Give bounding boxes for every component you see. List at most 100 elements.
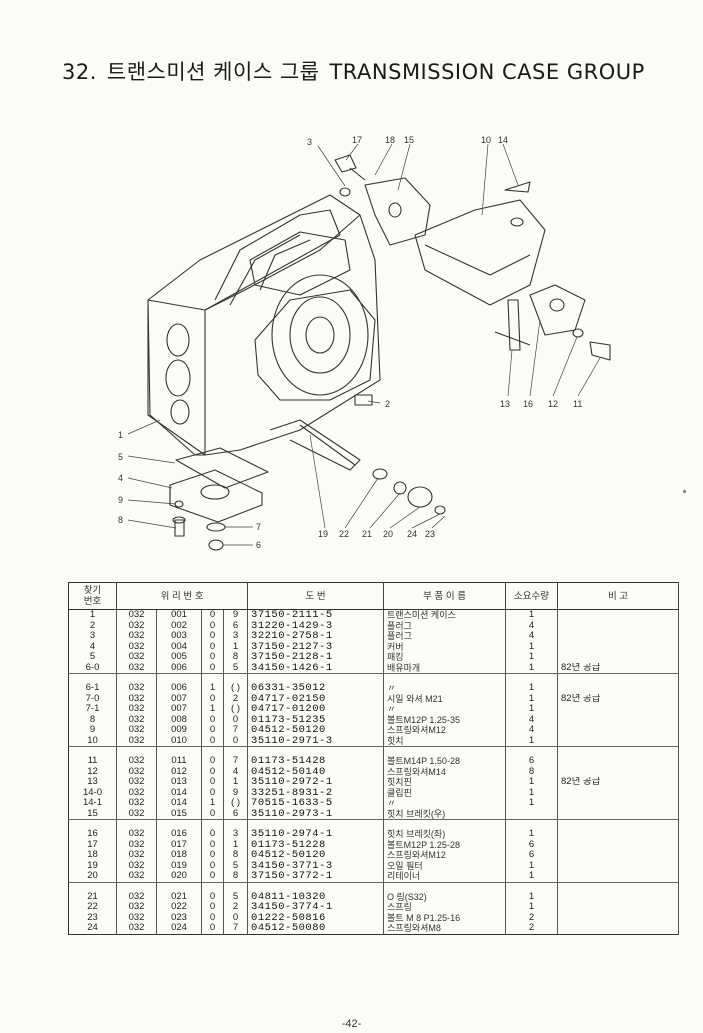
cell-s: 008: [156, 714, 202, 725]
spacer-cell: [383, 673, 507, 683]
spacer-cell: [247, 673, 385, 683]
cell-a: 0: [201, 662, 224, 674]
cell-remark: [557, 860, 680, 871]
cell-name: 힛치: [383, 735, 507, 747]
spacer-cell: [505, 819, 559, 829]
cell-g: 032: [116, 891, 157, 902]
cell-a: 0: [201, 912, 224, 923]
callout-20: 20: [383, 529, 393, 539]
cell-name: 커버: [383, 641, 507, 652]
cell-pn: 35110-2971-3: [247, 735, 385, 747]
title-korean: 트랜스미션 케이스 그룹: [106, 60, 320, 84]
cell-b: 0: [223, 912, 249, 923]
header-qty: 소요수량: [505, 582, 559, 610]
cell-qty: 6: [505, 756, 559, 767]
spacer-cell: [247, 819, 385, 829]
page-number: -42-: [341, 1018, 362, 1030]
title-number: 32.: [62, 60, 97, 84]
cell-pn: 37150-2111-5: [247, 609, 385, 621]
header-drawing: 도 번: [247, 582, 385, 610]
cell-b: 1: [223, 839, 249, 850]
callout-22: 22: [339, 529, 349, 539]
callout-15: 15: [404, 135, 414, 145]
cell-ref: 2: [68, 620, 117, 631]
callout-7: 7: [256, 522, 261, 532]
cell-b: ( ): [223, 798, 249, 809]
spacer-cell: [505, 746, 559, 756]
cell-g: 032: [116, 714, 157, 725]
cell-name: 〃: [383, 683, 507, 694]
cell-a: 0: [201, 902, 224, 913]
cell-name: 힛치핀: [383, 777, 507, 788]
cell-qty: 1: [505, 798, 559, 809]
cell-remark: [557, 704, 680, 715]
cell-qty: 1: [505, 704, 559, 715]
cell-b: 3: [223, 829, 249, 840]
cell-name: 오일 필터: [383, 860, 507, 871]
cell-b: 7: [223, 725, 249, 736]
cell-a: 0: [201, 714, 224, 725]
cell-b: 8: [223, 850, 249, 861]
cell-pn: 31220-1429-3: [247, 620, 385, 631]
spacer-cell: [557, 819, 680, 829]
cell-g: 032: [116, 725, 157, 736]
cell-g: 032: [116, 609, 157, 621]
cell-b: 1: [223, 777, 249, 788]
cell-s: 009: [156, 725, 202, 736]
cell-name: 〃: [383, 704, 507, 715]
cell-g: 032: [116, 808, 157, 820]
cell-b: ( ): [223, 704, 249, 715]
cell-ref: 14-0: [68, 787, 117, 798]
cell-a: 1: [201, 798, 224, 809]
cell-ref: 3: [68, 631, 117, 642]
cell-g: 032: [116, 693, 157, 704]
cell-name: 볼트 M 8 P1.25-16: [383, 912, 507, 923]
cell-b: 6: [223, 808, 249, 820]
cell-qty: 2: [505, 923, 559, 934]
cell-b: 5: [223, 860, 249, 871]
cell-ref: 8: [68, 714, 117, 725]
cell-a: 0: [201, 620, 224, 631]
cell-qty: 1: [505, 829, 559, 840]
cell-s: 024: [156, 923, 202, 934]
cell-ref: 12: [68, 766, 117, 777]
cell-g: 032: [116, 787, 157, 798]
cell-qty: 1: [505, 683, 559, 694]
cell-a: 0: [201, 652, 224, 663]
cell-pn: 32210-2758-1: [247, 631, 385, 642]
group-spacer: [68, 819, 680, 829]
group-spacer: [68, 882, 680, 892]
cell-s: 007: [156, 704, 202, 715]
callout-16: 16: [523, 399, 533, 409]
cell-ref: 7-0: [68, 693, 117, 704]
spacer-cell: [201, 882, 224, 892]
cell-g: 032: [116, 777, 157, 788]
spacer-cell: [223, 882, 249, 892]
cell-qty: 1: [505, 652, 559, 663]
spacer-cell: [156, 882, 202, 892]
cell-s: 002: [156, 620, 202, 631]
cell-ref: 20: [68, 871, 117, 883]
cell-remark: [557, 923, 680, 934]
cell-qty: 1: [505, 902, 559, 913]
cell-s: 015: [156, 808, 202, 820]
cell-ref: 19: [68, 860, 117, 871]
cell-pn: 33251-8931-2: [247, 787, 385, 798]
spacer-cell: [383, 882, 507, 892]
cell-ref: 15: [68, 808, 117, 820]
spacer-cell: [505, 673, 559, 683]
cell-name: 〃: [383, 798, 507, 809]
cell-pn: 04512-50140: [247, 766, 385, 777]
cell-name: 리테이너: [383, 871, 507, 883]
cell-remark: [557, 766, 680, 777]
cell-a: 0: [201, 787, 224, 798]
